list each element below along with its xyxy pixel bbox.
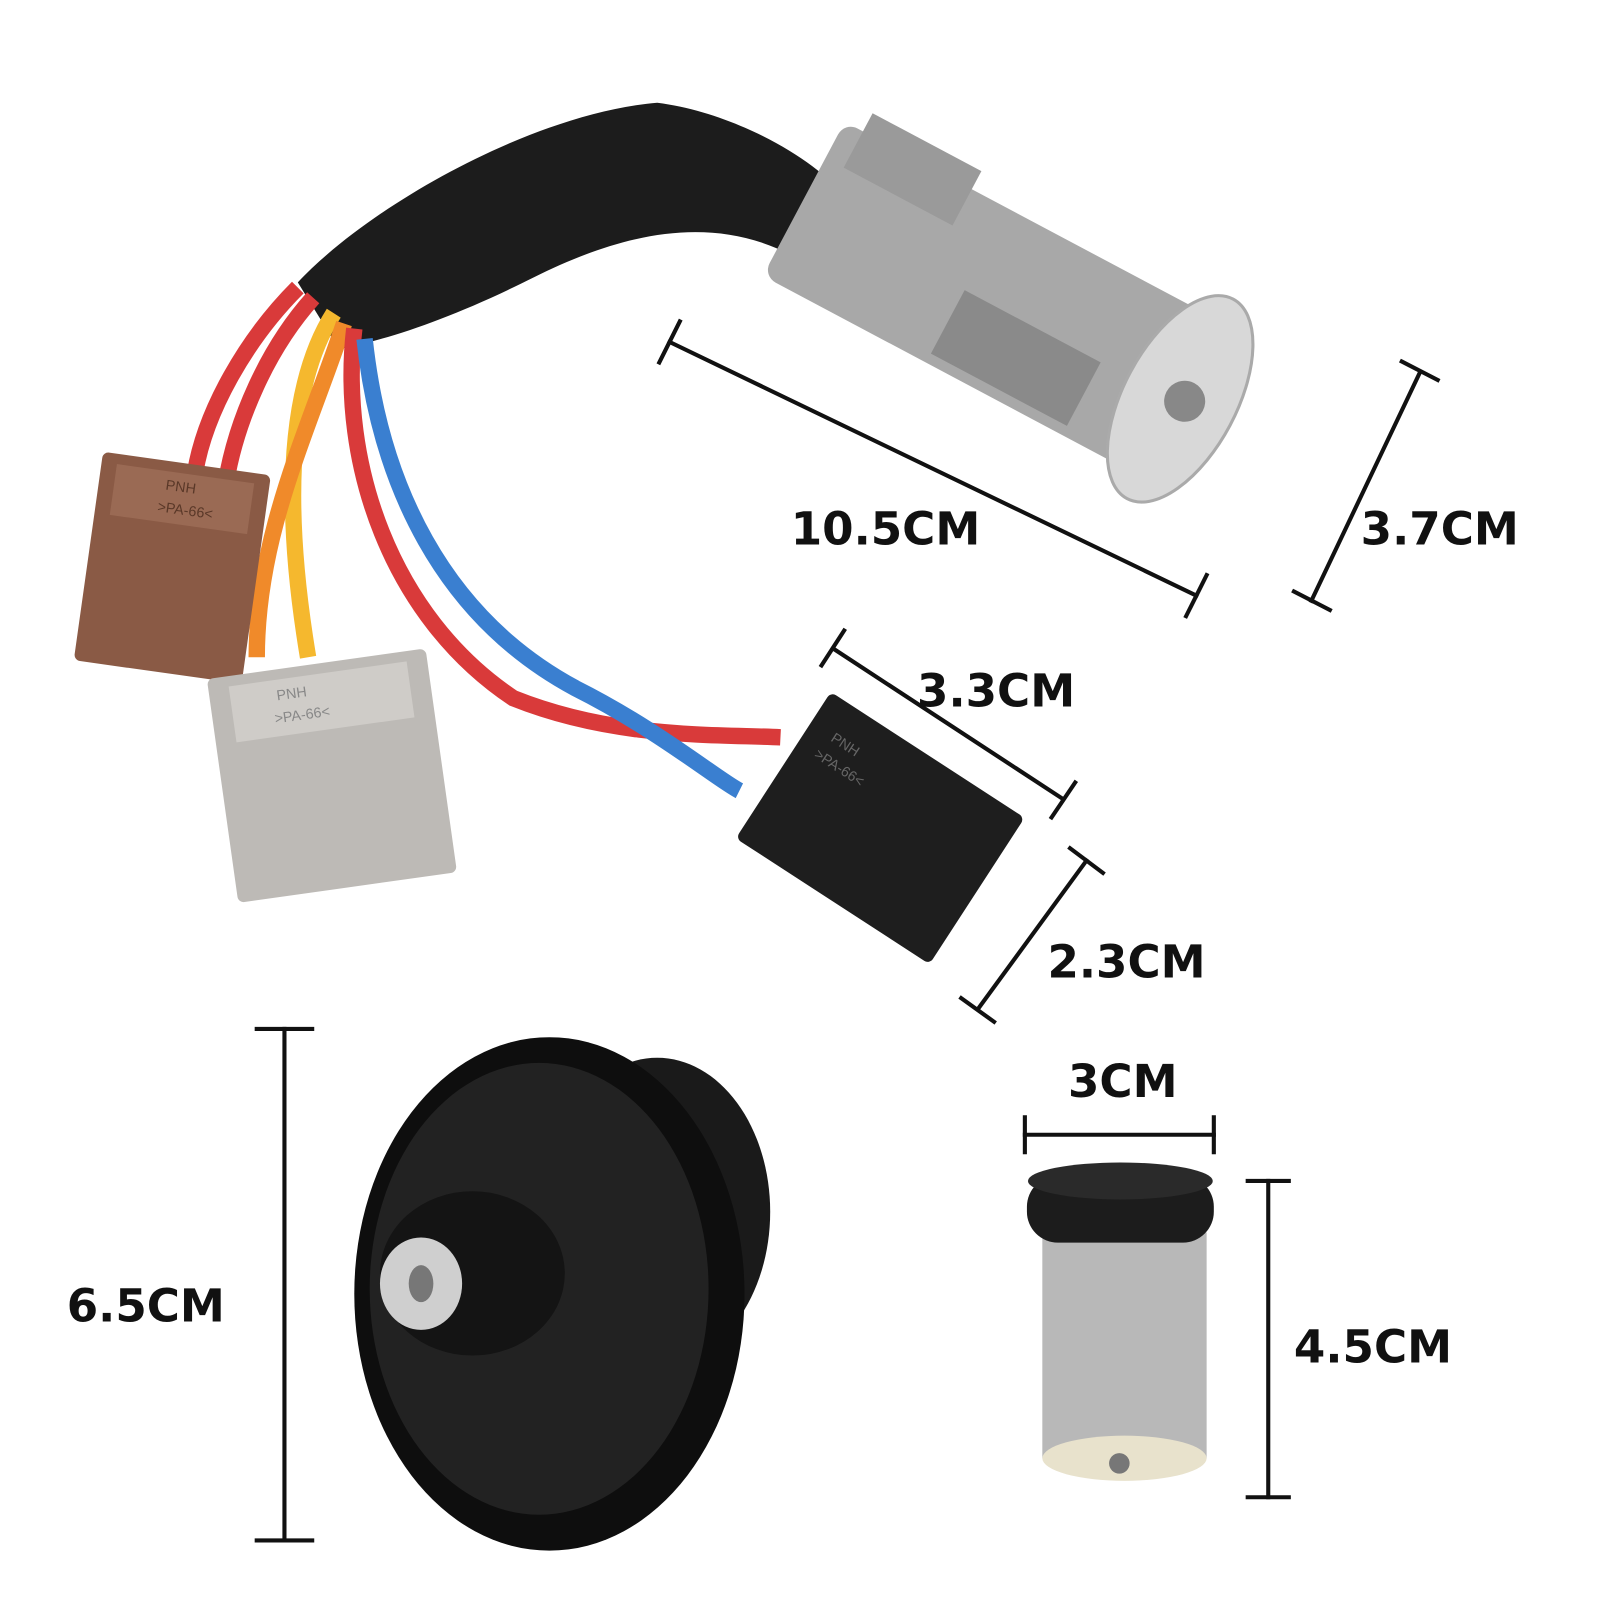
sleeve bbox=[297, 102, 843, 350]
ignition-switch bbox=[767, 113, 1255, 504]
wire-blue bbox=[356, 338, 744, 799]
brown-connector-brand: PNH bbox=[165, 478, 197, 498]
dimension-diameter-switch bbox=[1291, 358, 1441, 613]
dimension-width-connector bbox=[958, 845, 1106, 1025]
label-cylinder-width: 3CM bbox=[1068, 1055, 1178, 1108]
fuel-cap-lock bbox=[354, 1037, 771, 1551]
grey-connector-material: >PA-66< bbox=[274, 704, 331, 728]
grey-connector-brand: PNH bbox=[276, 684, 308, 704]
dimension-length-switch bbox=[656, 318, 1210, 619]
label-connector-length: 3.3CM bbox=[917, 665, 1075, 718]
brown-connector: PNH >PA-66< bbox=[74, 452, 271, 683]
label-switch-diameter: 3.7CM bbox=[1361, 502, 1519, 555]
label-connector-width: 2.3CM bbox=[1047, 936, 1205, 989]
label-cap-diameter: 6.5CM bbox=[67, 1280, 225, 1333]
black-connector: PNH >PA-66< bbox=[738, 694, 1023, 962]
wire-red-1 bbox=[187, 281, 304, 474]
dimension-length-connector bbox=[818, 627, 1079, 821]
door-lock-cylinder bbox=[1026, 1162, 1214, 1481]
dimension-cylinder-width bbox=[1022, 1115, 1216, 1155]
brown-connector-material: >PA-66< bbox=[156, 499, 213, 523]
dimension-cap-diameter bbox=[254, 1026, 315, 1543]
wire-harness bbox=[187, 102, 843, 799]
label-cylinder-height: 4.5CM bbox=[1294, 1321, 1452, 1374]
wire-red-3 bbox=[343, 327, 781, 746]
wire-red-2 bbox=[217, 292, 320, 485]
label-switch-length: 10.5CM bbox=[791, 502, 981, 555]
grey-connector: PNH >PA-66< bbox=[207, 649, 457, 903]
wire-orange bbox=[248, 320, 352, 658]
dimension-cylinder-height bbox=[1245, 1178, 1291, 1500]
